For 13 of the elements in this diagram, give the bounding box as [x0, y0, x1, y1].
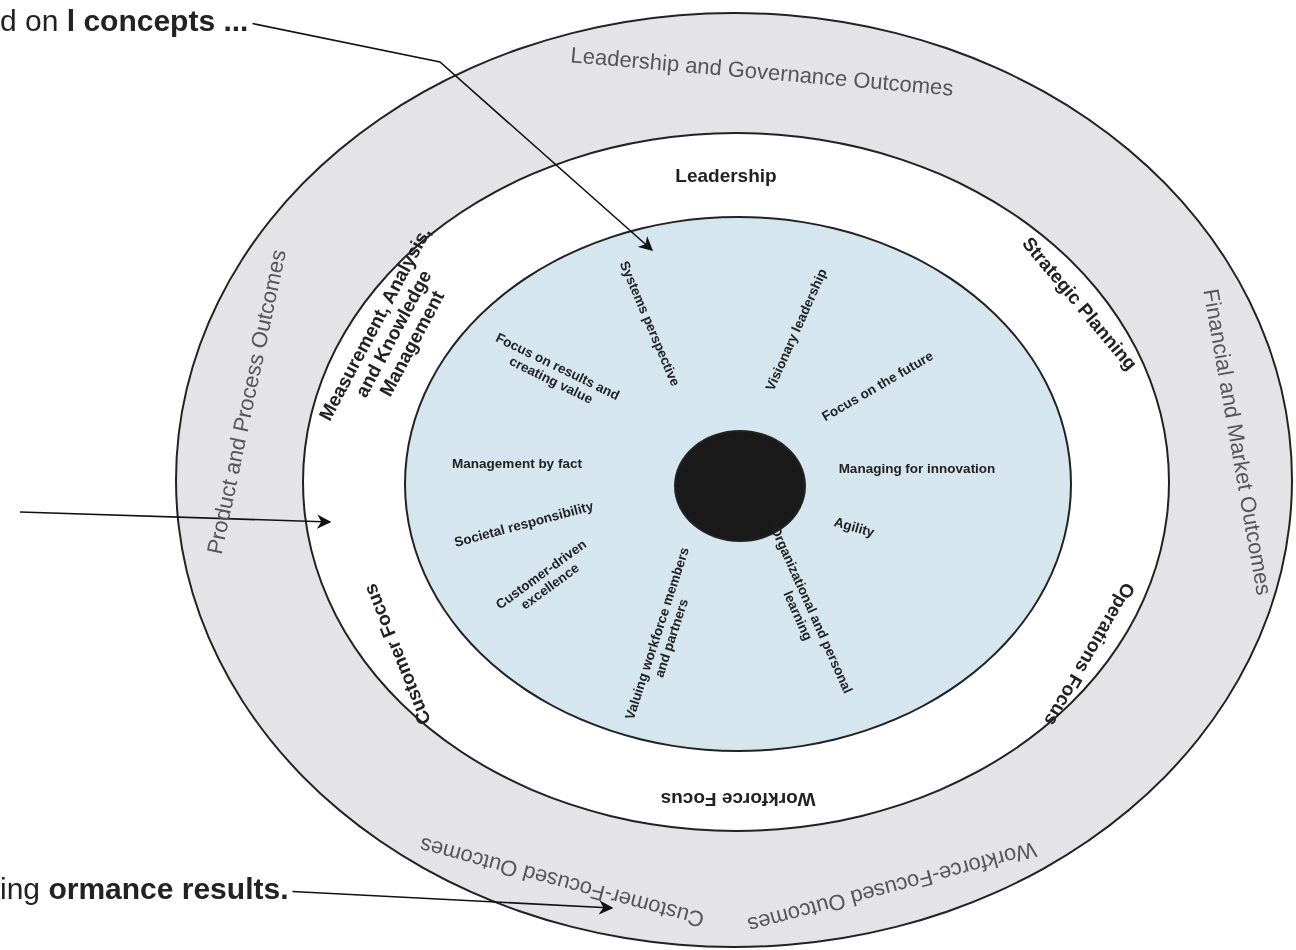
category-label: Workforce Focus — [660, 788, 816, 810]
category-label: Leadership — [675, 165, 777, 187]
arrow — [291, 890, 614, 915]
arrow — [19, 511, 332, 529]
outcome-label: Financial and Market Outcomes — [1198, 286, 1276, 598]
outcome-label: Leadership and Governance Outcomes — [569, 43, 955, 101]
outcome-label: Product and Process Outcomes — [202, 247, 292, 557]
note-text: ing ormance results. — [0, 870, 289, 908]
arrow — [251, 22, 654, 251]
core-value-label: Agility — [832, 515, 876, 541]
note-text: d on l concepts ... — [0, 2, 249, 40]
core-value-label: Management by fact — [452, 456, 582, 472]
core-value-label: Managing for innovation — [838, 461, 996, 477]
